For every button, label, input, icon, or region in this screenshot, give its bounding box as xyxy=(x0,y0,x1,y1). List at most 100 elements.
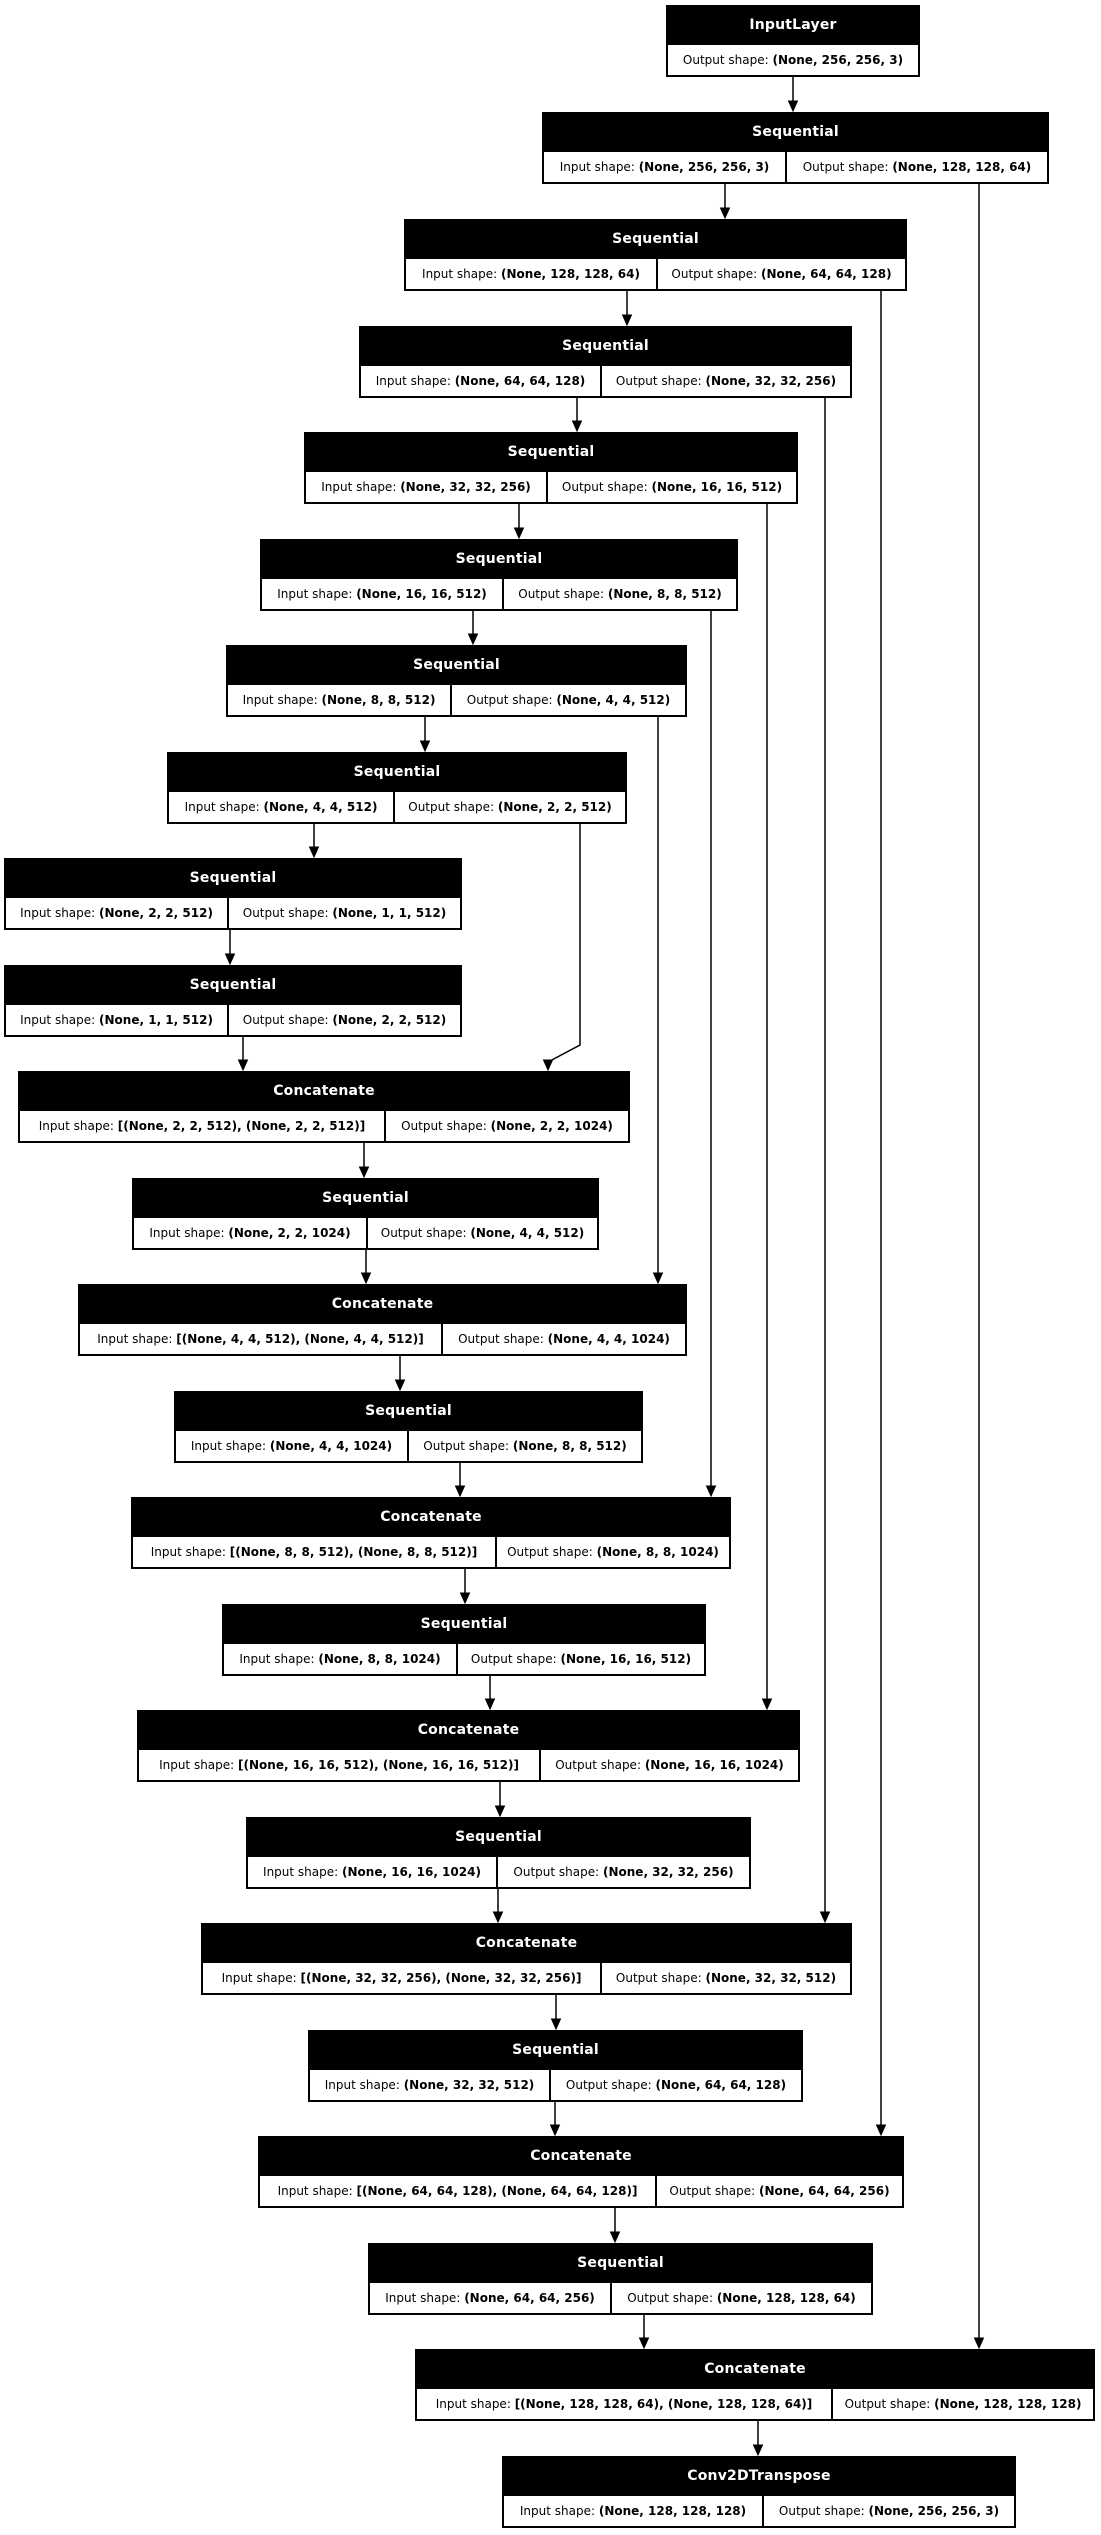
node-shapes-row: Input shape: [(None, 4, 4, 512), (None, … xyxy=(80,1322,685,1354)
node-shapes-row: Input shape: (None, 64, 64, 256) Output … xyxy=(370,2281,871,2313)
node-input-shape: Input shape: (None, 8, 8, 512) xyxy=(228,685,452,715)
node-shapes-row: Input shape: [(None, 128, 128, 64), (Non… xyxy=(417,2387,1093,2419)
arrowhead-n0-n1 xyxy=(787,100,799,113)
arrowhead-n7-n8 xyxy=(308,846,320,859)
node-output-shape: Output shape: (None, 128, 128, 64) xyxy=(802,160,1032,174)
node-input-shape: Input shape: (None, 64, 64, 128) xyxy=(361,366,602,396)
node-title: Sequential xyxy=(169,754,625,790)
node-output-shape: Output shape: (None, 16, 16, 512) xyxy=(561,480,783,494)
arrowhead-n1-n22 xyxy=(973,2337,985,2350)
node-sequential-n21: Sequential Input shape: (None, 64, 64, 2… xyxy=(368,2243,873,2315)
node-sequential-n15: Sequential Input shape: (None, 8, 8, 102… xyxy=(222,1604,706,1676)
arrowhead-n16-n17 xyxy=(494,1805,506,1818)
arrowhead-n14-n15 xyxy=(459,1592,471,1605)
node-shapes-row: Input shape: (None, 256, 256, 3) Output … xyxy=(544,150,1047,182)
node-sequential-n3: Sequential Input shape: (None, 64, 64, 1… xyxy=(359,326,852,398)
node-concatenate-n20: Concatenate Input shape: [(None, 64, 64,… xyxy=(258,2136,904,2208)
node-title: Concatenate xyxy=(260,2138,902,2174)
arrowhead-n7-n10 xyxy=(542,1059,554,1072)
arrowhead-n4-n16 xyxy=(761,1698,773,1711)
node-title: Concatenate xyxy=(20,1073,628,1109)
arrowhead-n21-n22 xyxy=(638,2337,650,2350)
node-sequential-n7: Sequential Input shape: (None, 4, 4, 512… xyxy=(167,752,627,824)
node-concatenate-n10: Concatenate Input shape: [(None, 2, 2, 5… xyxy=(18,1071,630,1143)
node-shapes-row: Input shape: [(None, 64, 64, 128), (None… xyxy=(260,2174,902,2206)
node-sequential-n9: Sequential Input shape: (None, 1, 1, 512… xyxy=(4,965,462,1037)
node-output-shape: Output shape: (None, 4, 4, 512) xyxy=(380,1226,585,1240)
node-output-shape: Output shape: (None, 32, 32, 256) xyxy=(513,1865,734,1879)
node-input-shape: Input shape: [(None, 8, 8, 512), (None, … xyxy=(133,1537,497,1567)
node-input-shape: Input shape: (None, 128, 128, 64) xyxy=(406,259,658,289)
node-output-shape: Output shape: (None, 64, 64, 128) xyxy=(671,267,892,281)
node-sequential-n19: Sequential Input shape: (None, 32, 32, 5… xyxy=(308,2030,803,2102)
node-input-shape: Input shape: (None, 4, 4, 512) xyxy=(169,792,395,822)
node-shapes-row: Input shape: (None, 8, 8, 512) Output sh… xyxy=(228,683,685,715)
arrowhead-n2-n20 xyxy=(875,2124,887,2137)
node-shapes-row: Input shape: (None, 64, 64, 128) Output … xyxy=(361,364,850,396)
node-concatenate-n12: Concatenate Input shape: [(None, 4, 4, 5… xyxy=(78,1284,687,1356)
node-shapes-row: Input shape: (None, 128, 128, 64) Output… xyxy=(406,257,905,289)
node-input-shape: Input shape: [(None, 64, 64, 128), (None… xyxy=(260,2176,657,2206)
node-sequential-n2: Sequential Input shape: (None, 128, 128,… xyxy=(404,219,907,291)
node-input-shape: Input shape: (None, 4, 4, 1024) xyxy=(176,1431,409,1461)
node-shapes-row: Output shape: (None, 256, 256, 3) xyxy=(668,43,918,75)
arrowhead-n13-n14 xyxy=(454,1485,466,1498)
node-title: InputLayer xyxy=(668,7,918,43)
node-output-shape: Output shape: (None, 8, 8, 512) xyxy=(518,587,722,601)
node-output-shape: Output shape: (None, 2, 2, 512) xyxy=(408,800,612,814)
node-sequential-n1: Sequential Input shape: (None, 256, 256,… xyxy=(542,112,1049,184)
node-shapes-row: Input shape: [(None, 32, 32, 256), (None… xyxy=(203,1961,850,1993)
node-output-shape: Output shape: (None, 4, 4, 1024) xyxy=(458,1332,670,1346)
node-output-shape: Output shape: (None, 64, 64, 256) xyxy=(669,2184,890,2198)
node-title: Concatenate xyxy=(80,1286,685,1322)
node-title: Sequential xyxy=(310,2032,801,2068)
node-inputlayer-n0: InputLayer Output shape: (None, 256, 256… xyxy=(666,5,920,77)
node-output-shape: Output shape: (None, 128, 128, 128) xyxy=(844,2397,1082,2411)
node-sequential-n13: Sequential Input shape: (None, 4, 4, 102… xyxy=(174,1391,643,1463)
node-shapes-row: Input shape: (None, 128, 128, 128) Outpu… xyxy=(504,2494,1014,2526)
arrowhead-n9-n10 xyxy=(237,1059,249,1072)
arrowhead-n11-n12 xyxy=(360,1272,372,1285)
arrowhead-n1-n2 xyxy=(719,207,731,220)
node-shapes-row: Input shape: [(None, 2, 2, 512), (None, … xyxy=(20,1109,628,1141)
node-input-shape: Input shape: (None, 32, 32, 512) xyxy=(310,2070,551,2100)
node-title: Concatenate xyxy=(133,1499,729,1535)
arrowhead-n3-n4 xyxy=(571,420,583,433)
arrowhead-n20-n21 xyxy=(609,2231,621,2244)
node-output-shape: Output shape: (None, 16, 16, 512) xyxy=(470,1652,692,1666)
node-title: Sequential xyxy=(134,1180,597,1216)
node-shapes-row: Input shape: (None, 16, 16, 1024) Output… xyxy=(248,1855,749,1887)
node-concatenate-n18: Concatenate Input shape: [(None, 32, 32,… xyxy=(201,1923,852,1995)
arrowhead-n10-n11 xyxy=(358,1166,370,1179)
node-concatenate-n16: Concatenate Input shape: [(None, 16, 16,… xyxy=(137,1710,800,1782)
arrowhead-n5-n6 xyxy=(467,633,479,646)
arrowhead-n2-n3 xyxy=(621,314,633,327)
node-input-shape: Input shape: (None, 256, 256, 3) xyxy=(544,152,787,182)
node-sequential-n6: Sequential Input shape: (None, 8, 8, 512… xyxy=(226,645,687,717)
arrowhead-n4-n5 xyxy=(513,527,525,540)
node-input-shape: Input shape: (None, 128, 128, 128) xyxy=(504,2496,764,2526)
node-title: Sequential xyxy=(176,1393,641,1429)
node-title: Conv2DTranspose xyxy=(504,2458,1014,2494)
node-shapes-row: Input shape: (None, 32, 32, 256) Output … xyxy=(306,470,796,502)
node-shapes-row: Input shape: (None, 2, 2, 512) Output sh… xyxy=(6,896,460,928)
node-input-shape: Input shape: [(None, 2, 2, 512), (None, … xyxy=(20,1111,386,1141)
node-sequential-n8: Sequential Input shape: (None, 2, 2, 512… xyxy=(4,858,462,930)
node-conv2dtranspose-n23: Conv2DTranspose Input shape: (None, 128,… xyxy=(502,2456,1016,2528)
node-input-shape: Input shape: (None, 2, 2, 512) xyxy=(6,898,229,928)
node-concatenate-n14: Concatenate Input shape: [(None, 8, 8, 5… xyxy=(131,1497,731,1569)
node-title: Sequential xyxy=(224,1606,704,1642)
node-title: Sequential xyxy=(248,1819,749,1855)
node-output-shape: Output shape: (None, 256, 256, 3) xyxy=(682,53,904,67)
node-title: Sequential xyxy=(370,2245,871,2281)
node-shapes-row: Input shape: (None, 2, 2, 1024) Output s… xyxy=(134,1216,597,1248)
edge-n7-n10 xyxy=(547,824,581,1063)
node-title: Sequential xyxy=(361,328,850,364)
node-input-shape: Input shape: [(None, 4, 4, 512), (None, … xyxy=(80,1324,443,1354)
arrowhead-n12-n13 xyxy=(394,1379,406,1392)
node-output-shape: Output shape: (None, 2, 2, 512) xyxy=(242,1013,447,1027)
node-input-shape: Input shape: (None, 16, 16, 1024) xyxy=(248,1857,498,1887)
node-shapes-row: Input shape: (None, 4, 4, 512) Output sh… xyxy=(169,790,625,822)
node-shapes-row: Input shape: (None, 16, 16, 512) Output … xyxy=(262,577,736,609)
